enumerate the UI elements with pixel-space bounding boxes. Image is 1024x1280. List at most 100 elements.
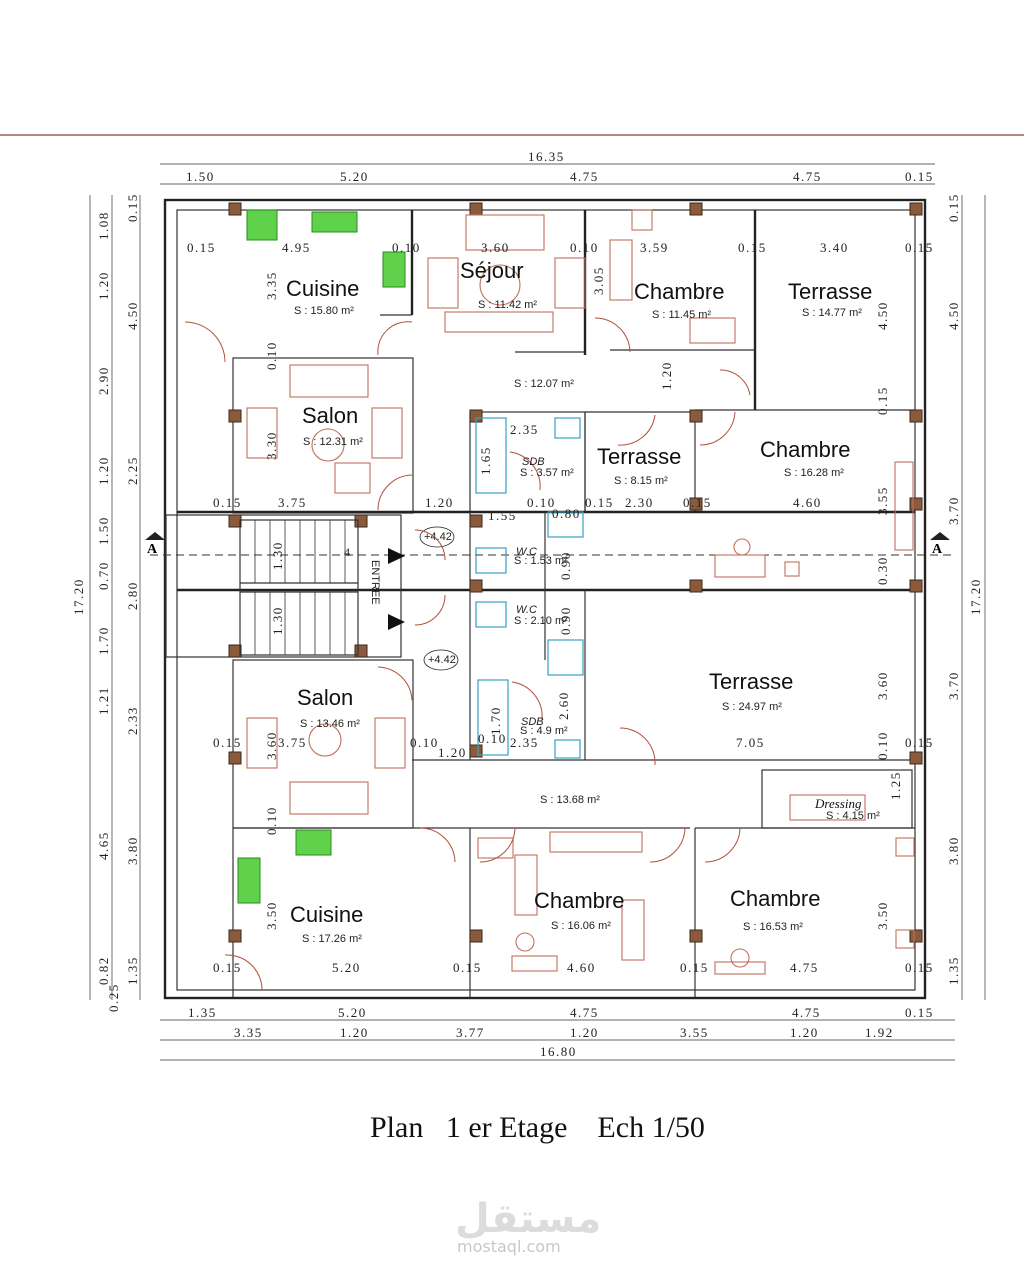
section-line: A A [145,532,955,557]
right-dimensions: 17.20 0.15 4.50 3.70 3.70 3.80 1.35 [946,193,986,1000]
svg-text:0.82: 0.82 [96,956,111,985]
svg-text:0.90: 0.90 [558,551,573,580]
svg-text:0.15: 0.15 [875,386,890,415]
svg-text:4.75: 4.75 [570,1005,599,1020]
dim-bottom-total: 16.80 [540,1044,577,1059]
room-sdb-top: SDB S : 3.57 m² [520,456,574,479]
svg-text:S : 14.77 m²: S : 14.77 m² [802,307,862,319]
svg-text:4.50: 4.50 [875,301,890,330]
watermark-arabic: مستقل [455,1196,601,1242]
room-sejour: Séjour S : 11.42 m² [460,258,537,311]
room-chambre-mid: Chambre S : 16.28 m² [760,437,850,479]
svg-text:1.35: 1.35 [125,956,140,985]
svg-text:4.75: 4.75 [570,169,599,184]
room-cuisine-bottom: Cuisine S : 17.26 m² [290,902,363,945]
room-wc-bottom: W.C S : 2.10 m² [514,604,568,627]
svg-text:3.05: 3.05 [591,266,606,295]
svg-text:3.70: 3.70 [946,671,961,700]
svg-text:S : 4.9 m²: S : 4.9 m² [520,725,568,737]
room-sdb-bottom: SDB S : 4.9 m² [520,716,568,737]
top-dimensions: 16.35 1.50 5.20 4.75 4.75 0.15 [160,149,935,185]
room-terrasse-mid: Terrasse S : 8.15 m² [597,444,681,487]
svg-text:W.C: W.C [516,604,537,616]
svg-text:2.35: 2.35 [510,422,539,437]
watermark: مستقل mostaql.com [455,1196,601,1256]
svg-text:2.90: 2.90 [96,366,111,395]
svg-text:Terrasse: Terrasse [709,669,793,694]
svg-text:3.55: 3.55 [875,486,890,515]
svg-text:3.50: 3.50 [264,901,279,930]
entrance-arrow-icon [388,614,405,630]
left-dimensions: 17.20 1.08 1.20 2.90 1.20 1.50 0.70 1.70… [71,193,141,1012]
dim-top-total: 16.35 [528,149,565,164]
svg-text:1.20: 1.20 [570,1025,599,1040]
svg-text:S : 13.46 m²: S : 13.46 m² [300,718,360,730]
svg-text:Dressing: Dressing [814,796,862,811]
entrance: ENTREE +4.42 +4.42 [369,526,459,671]
svg-text:0.15: 0.15 [187,240,216,255]
svg-text:5.20: 5.20 [338,1005,367,1020]
svg-text:S : 16.06 m²: S : 16.06 m² [551,920,611,932]
svg-text:7.05: 7.05 [736,735,765,750]
svg-text:3.70: 3.70 [946,496,961,525]
svg-text:0.10: 0.10 [410,735,439,750]
staircase: 4 [239,519,359,656]
svg-text:0.15: 0.15 [213,495,242,510]
room-terrasse-big: Terrasse S : 24.97 m² [709,669,793,713]
svg-text:0.15: 0.15 [905,1005,934,1020]
svg-text:0.15: 0.15 [213,735,242,750]
svg-text:S : 1.53 m²: S : 1.53 m² [514,555,568,567]
svg-text:S : 4.15 m²: S : 4.15 m² [826,810,880,822]
svg-text:S : 2.10 m²: S : 2.10 m² [514,615,568,627]
section-marker-left: A [147,542,158,557]
svg-text:3.35: 3.35 [234,1025,263,1040]
svg-text:0.10: 0.10 [392,240,421,255]
svg-text:Cuisine: Cuisine [290,902,363,927]
room-cuisine-top: Cuisine S : 15.80 m² [286,276,359,317]
svg-text:3.80: 3.80 [125,836,140,865]
svg-text:1.35: 1.35 [188,1005,217,1020]
svg-text:4.65: 4.65 [96,831,111,860]
svg-text:3.77: 3.77 [456,1025,485,1040]
svg-text:Chambre: Chambre [730,886,820,911]
svg-text:0.15: 0.15 [905,240,934,255]
interior-walls [165,210,915,998]
svg-text:0.10: 0.10 [527,495,556,510]
room-chambre-bl: Chambre S : 16.06 m² [534,888,624,932]
svg-text:3.80: 3.80 [946,836,961,865]
svg-text:2.25: 2.25 [125,456,140,485]
outer-walls [163,198,927,1000]
svg-text:0.80: 0.80 [552,506,581,521]
svg-text:2.33: 2.33 [125,706,140,735]
svg-text:1.20: 1.20 [425,495,454,510]
svg-text:1.92: 1.92 [865,1025,894,1040]
svg-text:1.20: 1.20 [96,271,111,300]
svg-text:S : 3.57 m²: S : 3.57 m² [520,467,574,479]
svg-text:4.75: 4.75 [792,1005,821,1020]
svg-text:3.40: 3.40 [820,240,849,255]
svg-text:3.60: 3.60 [875,671,890,700]
plan-title: Plan 1 er Etage Ech 1/50 [370,1111,705,1144]
svg-text:S : 12.31 m²: S : 12.31 m² [303,436,363,448]
svg-text:S : 15.80 m²: S : 15.80 m² [294,305,354,317]
svg-text:4.95: 4.95 [282,240,311,255]
svg-text:S : 24.97 m²: S : 24.97 m² [722,701,782,713]
svg-text:2.80: 2.80 [125,581,140,610]
svg-text:0.15: 0.15 [905,169,934,184]
svg-text:1.20: 1.20 [96,456,111,485]
svg-text:S : 12.07 m²: S : 12.07 m² [514,378,574,390]
svg-text:1.50: 1.50 [96,516,111,545]
svg-text:0.10: 0.10 [478,731,507,746]
svg-text:0.15: 0.15 [905,735,934,750]
svg-text:2.30: 2.30 [625,495,654,510]
kitchen-fixtures [237,209,406,904]
svg-text:Salon: Salon [302,403,358,428]
svg-text:1.70: 1.70 [488,706,503,735]
watermark-latin: mostaql.com [457,1237,561,1256]
svg-text:1.35: 1.35 [946,956,961,985]
svg-text:3.60: 3.60 [264,731,279,760]
svg-text:0.15: 0.15 [738,240,767,255]
room-chambre-top: Chambre S : 11.45 m² [634,279,724,321]
svg-text:Chambre: Chambre [534,888,624,913]
svg-text:0.15: 0.15 [680,960,709,975]
